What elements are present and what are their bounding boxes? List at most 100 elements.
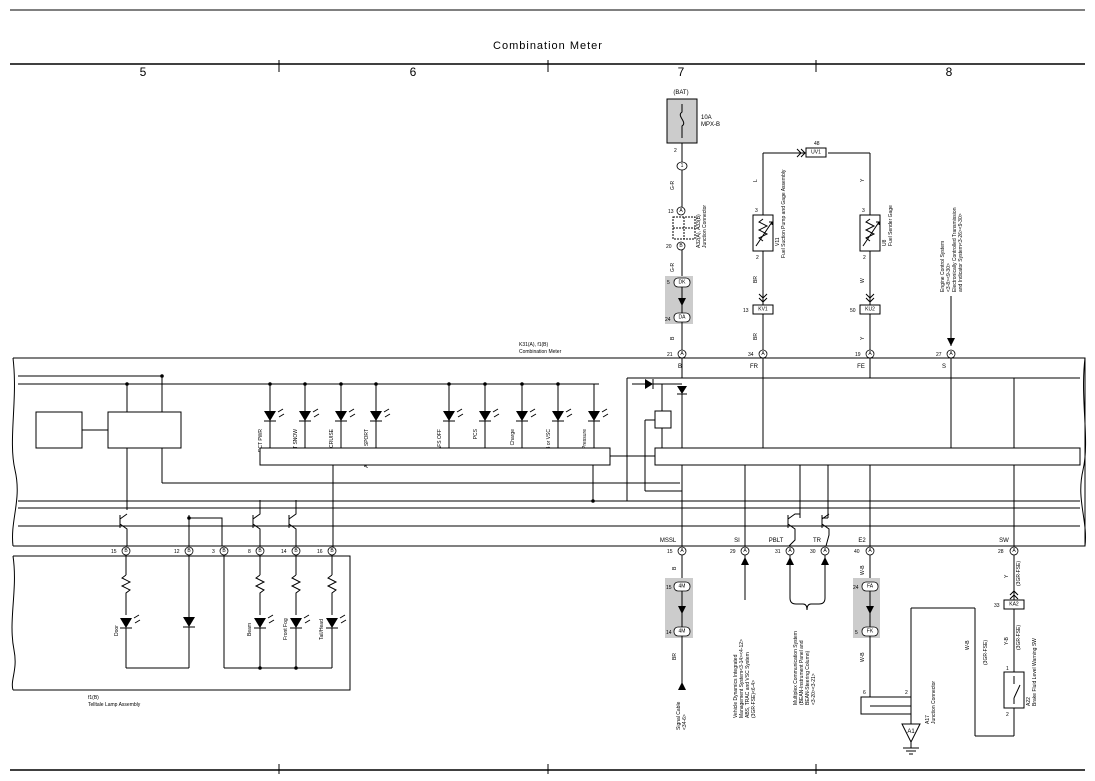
column-6: 6 <box>410 65 417 79</box>
engine-ref-1: Engine Control System <box>940 241 946 292</box>
mpx-ref-4: <3-20><3-21> <box>811 673 817 705</box>
pin-label: SI <box>734 538 740 544</box>
jc-pin-out: 20 <box>666 244 672 250</box>
pin-num: 15 <box>111 549 117 555</box>
kv1-code: KV1 <box>758 307 768 313</box>
jc-pin-in: 13 <box>668 209 674 215</box>
m4b-pin: 14 <box>666 630 672 636</box>
a17-pin-b: 2 <box>905 690 908 696</box>
mpx-ref-1: Multiplex Communication System <box>793 631 799 705</box>
top-pin-label: B <box>678 364 682 370</box>
top-pin-conn: A <box>761 351 765 357</box>
fk-code: FK <box>867 629 874 635</box>
top-pin-num: 21 <box>667 352 673 358</box>
top-pin-label: FR <box>750 364 759 370</box>
pin-num: 3 <box>212 549 215 555</box>
wire-wb-1: W-B <box>860 565 866 575</box>
engine-ref-3: Electronically Controlled Transmission <box>952 207 958 292</box>
pin-conn: A <box>868 548 872 554</box>
top-pin-label: FE <box>857 364 865 370</box>
u8-name: Fuel Sender Gage <box>888 205 894 246</box>
jc-pin-out-conn: B <box>679 243 683 249</box>
fk-pin: 5 <box>855 630 858 636</box>
mpx-ref-3: BEAN-Steering Column) <box>805 650 811 705</box>
top-pin-fe: 19 A FE <box>855 349 875 370</box>
pin-num: 29 <box>730 549 736 555</box>
indicator-group <box>264 382 609 450</box>
v11-id: V11 <box>775 237 781 246</box>
wire-y-3: Y <box>1004 574 1010 578</box>
telltale-assembly <box>13 555 351 691</box>
telltale-id: f1(B) <box>88 695 99 701</box>
top-pin-num: 27 <box>936 352 942 358</box>
top-pin-s: 27 A S <box>936 349 956 370</box>
ground-a1 <box>901 723 921 744</box>
v11-pin-bottom: 2 <box>756 255 759 261</box>
speed-ref-1: Signal Cable <box>676 701 682 730</box>
pin-label: E2 <box>858 538 866 544</box>
top-pin-conn: A <box>680 351 684 357</box>
pin-num: 14 <box>281 549 287 555</box>
pin-label: MSSL <box>660 538 677 544</box>
meter-driver-block <box>107 411 182 449</box>
pin-conn: A <box>1012 548 1016 554</box>
dk-pin: 5 <box>667 280 670 286</box>
vdim-ref-4: (3GR-FSE)<6-4> <box>751 680 757 718</box>
a17-id: A17 <box>925 715 931 724</box>
kv1-pin: 13 <box>743 308 749 314</box>
wire-y-1: Y <box>860 178 866 182</box>
v11-name: Fuel Suction Pump and Gage Assembly <box>781 169 787 258</box>
pin-conn: B <box>258 548 262 554</box>
uv1-code: UV1 <box>811 150 821 156</box>
m4a-pin: 15 <box>666 585 672 591</box>
pin-label: PBLT <box>769 538 784 544</box>
pin-conn: A <box>788 548 792 554</box>
telltale-circuits <box>120 555 347 670</box>
lamp-beam: Beam <box>247 623 253 636</box>
ku2-pin: 50 <box>850 308 856 314</box>
wire-br-2: BR <box>753 333 759 340</box>
ku2-code: KU2 <box>865 307 875 313</box>
lamp-door: Door <box>114 625 120 636</box>
connector-uv1 <box>805 147 827 158</box>
lamp-tail-head: Tail/Head <box>319 619 325 640</box>
u8-pin-top: 3 <box>862 208 865 214</box>
pin-num: 12 <box>174 549 180 555</box>
speed-ref-2: <34-6> <box>682 714 688 730</box>
pin-num: 31 <box>775 549 781 555</box>
indicator-control-bar <box>259 447 611 466</box>
telltale-name: Telltale Lamp Assembly <box>88 702 141 708</box>
u8-id: U8 <box>882 239 888 246</box>
fa-pin: 24 <box>853 585 859 591</box>
pin-label: SW <box>999 538 1009 544</box>
pin-num: 15 <box>667 549 673 555</box>
da-pin: 24 <box>665 317 671 323</box>
top-pin-fr: 34 A FR <box>748 349 768 370</box>
top-pin-conn: A <box>949 351 953 357</box>
jc-sub: Junction Connector <box>702 205 708 248</box>
indicator-tire-pressure: Tire Pressure <box>582 429 588 459</box>
wire-y-3-note: (3GR-FSE) <box>1016 561 1022 586</box>
wire-wb-3: W-B <box>965 640 971 650</box>
wire-l: L <box>753 179 759 182</box>
mpx-ref-2: (BEAN-Instrument Panel and <box>799 640 805 705</box>
da-code: DA <box>679 315 687 321</box>
engine-ref-4: and Indicator System<3-26><9-30> <box>958 213 964 292</box>
a1-id: A1 <box>907 729 915 735</box>
indicator-ect-pwr: ECT PWR <box>258 429 264 452</box>
v11-pin-top: 3 <box>755 208 758 214</box>
indicator-afs-off: AFS OFF <box>437 429 443 450</box>
indicator-pcs: PCS <box>473 428 479 439</box>
jc-pin-in-conn: A <box>679 208 683 214</box>
wire-br-3: BR <box>672 653 678 660</box>
pin-conn: A <box>823 548 827 554</box>
pin-conn: B <box>124 548 128 554</box>
indicator-charge: Charge <box>510 429 516 446</box>
uv1-pin: 48 <box>814 141 820 147</box>
m4a-code: 4M <box>679 584 686 590</box>
conn-1-top-pin: 2 <box>674 148 677 154</box>
bat-label: (BAT) <box>673 90 688 96</box>
wire-b-2: B <box>672 566 678 570</box>
vdim-ref-3: ABS, TRAC and VSC System <box>745 652 751 718</box>
a22-pin-bottom: 2 <box>1006 712 1009 718</box>
